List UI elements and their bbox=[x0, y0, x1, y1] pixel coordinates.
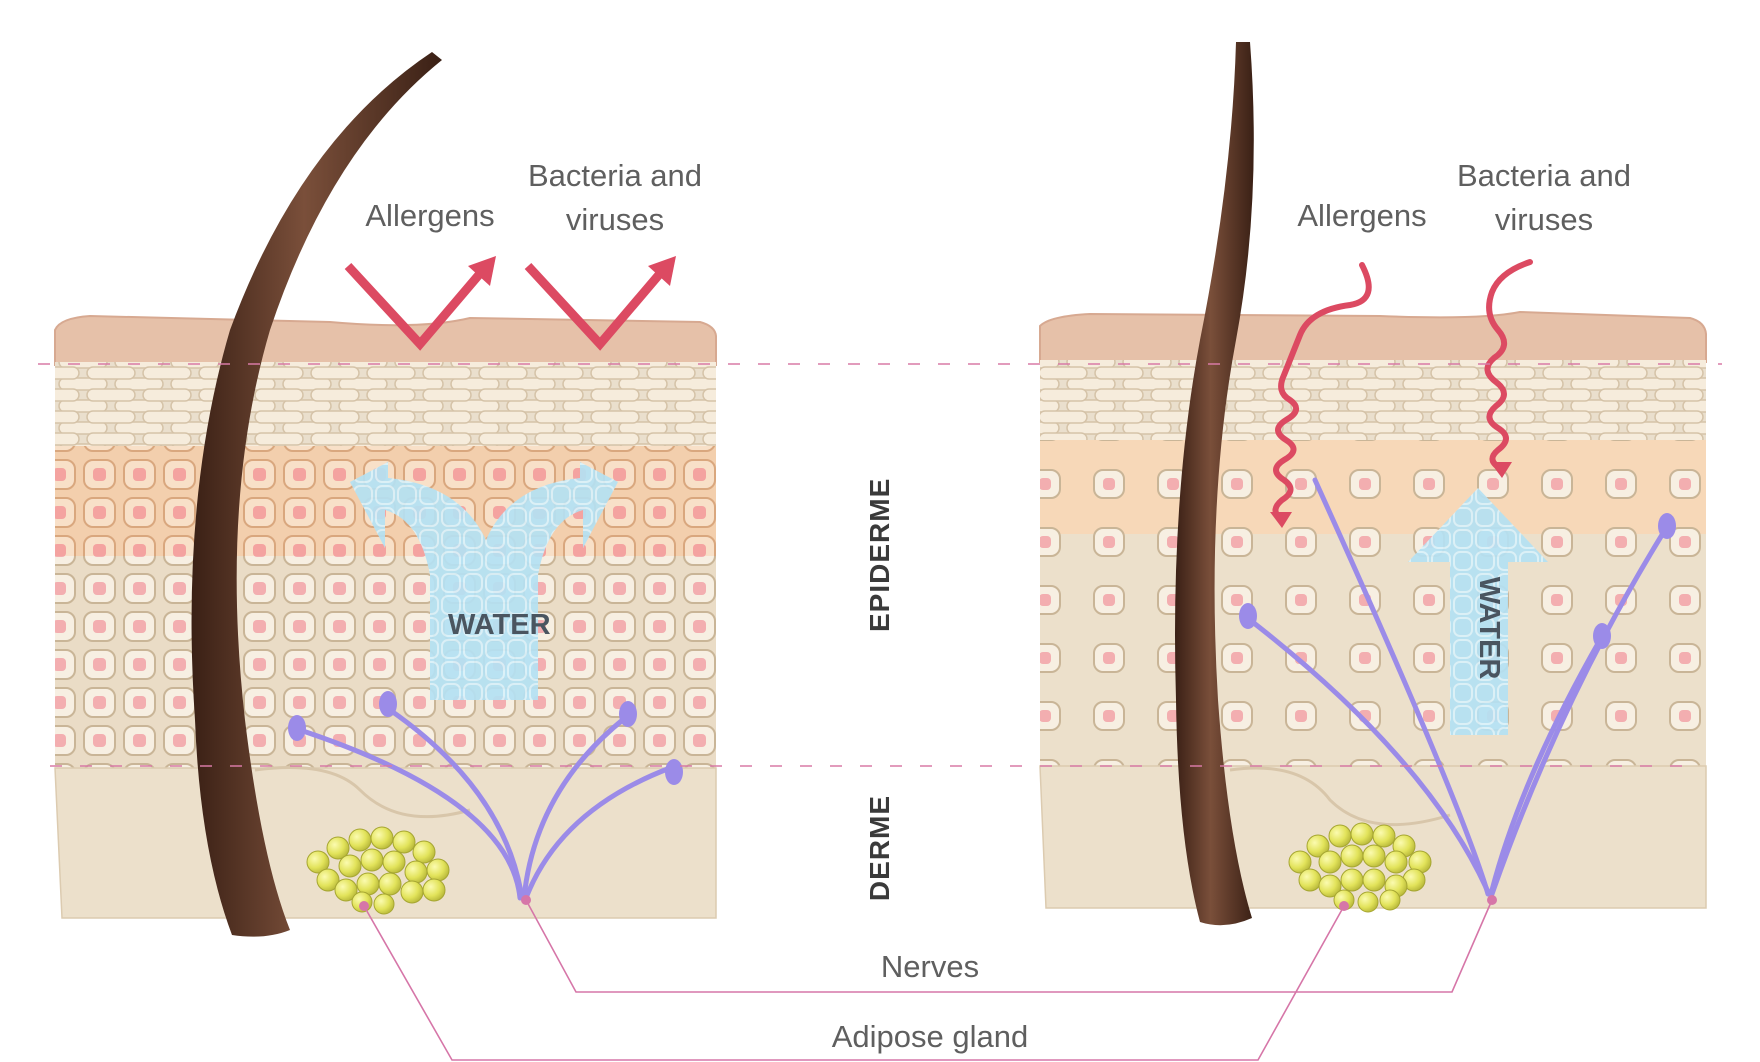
left-allergen-arrowhead bbox=[468, 256, 496, 286]
left-nerve-end bbox=[619, 701, 637, 727]
left-deflection-arrows bbox=[344, 256, 676, 351]
right-nerve-branch bbox=[1312, 477, 1491, 897]
layer-boundaries bbox=[38, 363, 1722, 767]
right-nerve-branch bbox=[1247, 617, 1492, 897]
right-nerve-branch bbox=[1488, 637, 1603, 897]
left-nerve-end bbox=[288, 715, 306, 741]
left-horny-layer-offset bbox=[55, 362, 716, 448]
right-adipose-cluster bbox=[1288, 822, 1432, 913]
left-nerve-branch bbox=[521, 715, 628, 901]
right-nerve-end bbox=[1658, 513, 1676, 539]
derme-layer-label: DERME bbox=[864, 794, 895, 902]
nerves-callout-line bbox=[525, 899, 1493, 993]
left-dermis-fold bbox=[254, 766, 471, 819]
left-water-split-arrow-shape bbox=[350, 462, 618, 700]
callout-dots bbox=[359, 895, 1497, 911]
right-nerve-ends bbox=[1239, 513, 1676, 649]
left-nerve-branch bbox=[297, 727, 523, 901]
adipose-callout-line bbox=[363, 905, 1345, 1061]
right-bacteria-penetrate-arrow bbox=[1484, 259, 1533, 471]
right-allergen-penetrate-arrow bbox=[1272, 262, 1372, 521]
left-spinous-layer bbox=[55, 556, 716, 772]
left-allergen-deflect-arrow bbox=[344, 262, 487, 351]
left-nerve-end bbox=[665, 759, 683, 785]
right-nerve-branch bbox=[1489, 527, 1668, 897]
left-nerve-ends bbox=[288, 691, 683, 785]
right-horny-layer-offset bbox=[1040, 360, 1706, 442]
right-allergens-label: Allergens bbox=[1297, 198, 1427, 233]
right-penetration-arrows bbox=[1272, 259, 1533, 521]
left-bacteria-label-line2: viruses bbox=[565, 202, 665, 237]
right-hair-shaft bbox=[1175, 42, 1254, 926]
right-dermis-fold bbox=[1229, 766, 1451, 827]
right-bacteria-arrowhead bbox=[1490, 462, 1512, 478]
right-adipose-callout-dot bbox=[1339, 901, 1349, 911]
right-granular-cells bbox=[1040, 440, 1706, 536]
left-nerve-branch bbox=[523, 765, 673, 901]
right-allergen-arrowhead bbox=[1270, 512, 1292, 528]
left-bacteria-label-line1: Bacteria and bbox=[527, 158, 703, 193]
left-adipose-callout-dot bbox=[359, 901, 369, 911]
right-nerve-end bbox=[1239, 603, 1257, 629]
left-water-arrow: WATER bbox=[350, 462, 618, 700]
left-nerves bbox=[297, 707, 673, 901]
adipose-gland-callout-label: Adipose gland bbox=[831, 1019, 1029, 1054]
epiderme-layer-label: EPIDERME bbox=[864, 477, 895, 632]
right-water-arrow: WATER bbox=[1408, 488, 1548, 735]
left-hair-shaft bbox=[191, 52, 442, 937]
right-bacteria-label-line1: Bacteria and bbox=[1456, 158, 1632, 193]
right-water-label: WATER bbox=[1473, 577, 1505, 680]
left-adipose-cluster bbox=[306, 826, 450, 915]
right-nerve-callout-dot bbox=[1487, 895, 1497, 905]
left-nerve-end bbox=[379, 691, 397, 717]
right-bacteria-label-line2: viruses bbox=[1494, 202, 1594, 237]
left-allergens-label: Allergens bbox=[365, 198, 495, 233]
right-surface-layer bbox=[1039, 310, 1707, 363]
left-bacteria-arrowhead bbox=[648, 256, 676, 286]
left-surface-layer bbox=[54, 314, 717, 366]
left-bacteria-deflect-arrow bbox=[524, 262, 667, 351]
callout-lines bbox=[363, 899, 1493, 1061]
right-nerves bbox=[1247, 477, 1668, 897]
nerves-callout-label: Nerves bbox=[880, 949, 980, 984]
right-water-up-arrow-shape bbox=[1408, 488, 1548, 735]
right-nerve-end bbox=[1593, 623, 1611, 649]
left-nerve-branch bbox=[387, 707, 525, 901]
left-nerve-callout-dot bbox=[521, 895, 531, 905]
right-arrowheads bbox=[1270, 462, 1512, 528]
left-water-label: WATER bbox=[448, 609, 551, 641]
